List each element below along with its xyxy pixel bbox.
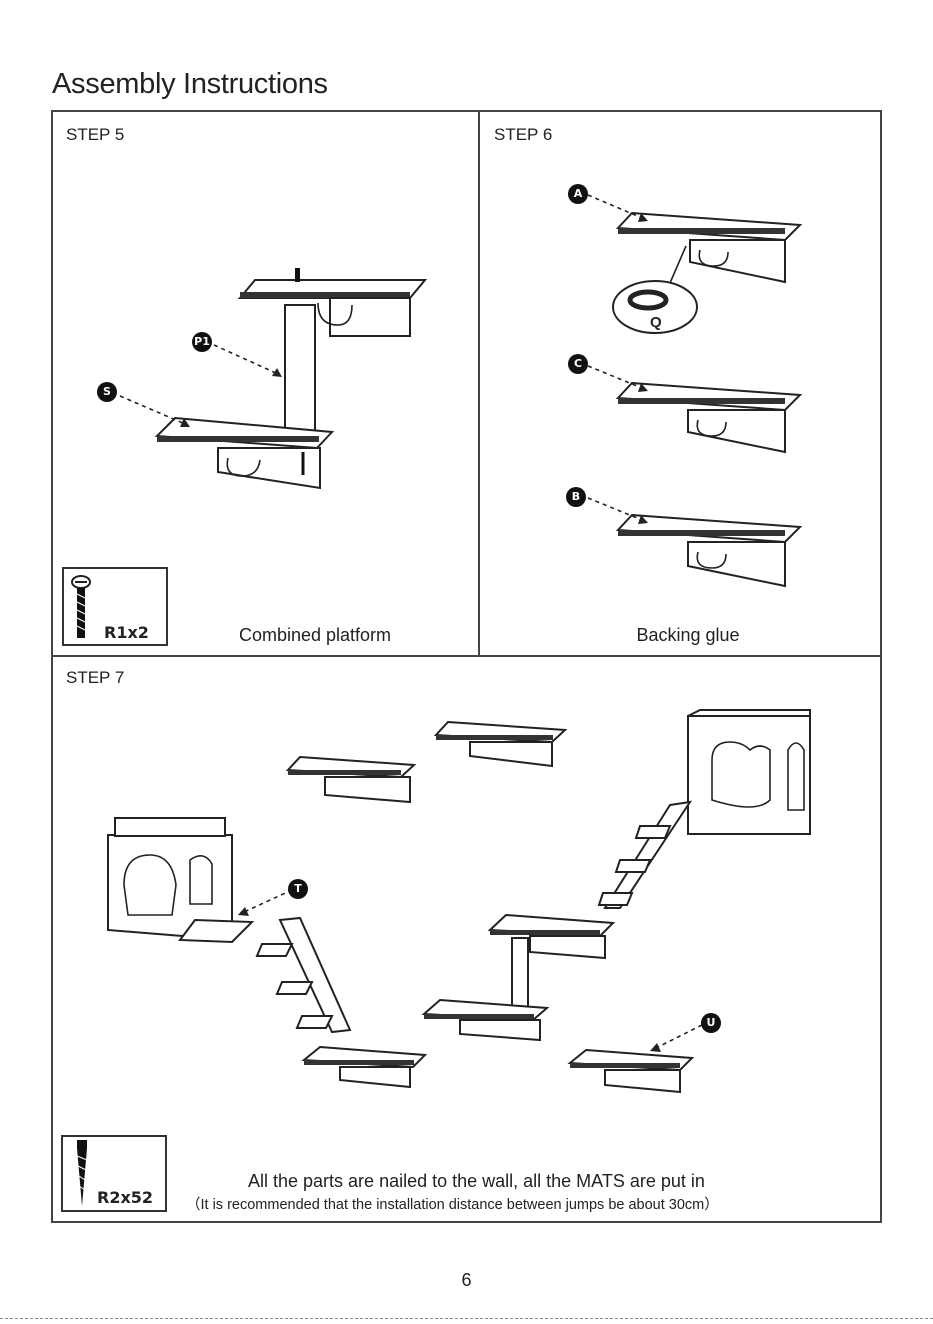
screw-label-r2: R2x52 bbox=[97, 1188, 153, 1207]
callout-t: T bbox=[288, 879, 308, 899]
screw-icon bbox=[66, 1140, 96, 1210]
step7-note: All the parts are nailed to the wall, al… bbox=[248, 1171, 705, 1192]
page-divider bbox=[0, 1318, 933, 1319]
step7-note-sub: （It is recommended that the installation… bbox=[186, 1193, 719, 1214]
callout-u: U bbox=[701, 1013, 721, 1033]
page-number: 6 bbox=[0, 1270, 933, 1291]
